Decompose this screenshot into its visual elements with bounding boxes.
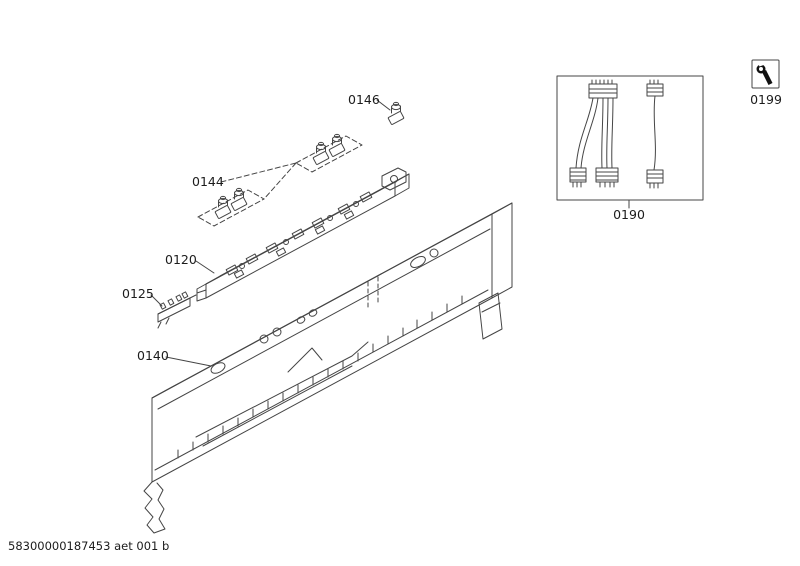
document-code: 58300000187453 aet 001 b: [8, 539, 169, 553]
harness-right-bundle: [646, 79, 664, 189]
fascia-mounting-foot: [478, 292, 503, 340]
connector-bottom-right: [646, 169, 664, 184]
module-window: [275, 247, 287, 257]
module-key: [245, 253, 259, 265]
leader-0125: [150, 294, 163, 307]
terminal-front-face: [157, 297, 191, 323]
connector-pins: [572, 181, 582, 188]
fascia-top-crease: [157, 228, 491, 410]
connector-pins: [599, 181, 615, 188]
wire: [575, 97, 594, 169]
fascia-oval-cutout: [210, 362, 226, 374]
terminal-tooth: [175, 294, 183, 302]
wire: [653, 95, 656, 171]
connector-pins: [649, 79, 659, 85]
part-fascia-panel: [143, 202, 513, 534]
connector-pins: [649, 182, 659, 189]
connector-pins: [591, 79, 613, 85]
terminal-tooth: [167, 298, 175, 306]
dashed-connector-line: [263, 162, 297, 200]
module-right-end-face: [394, 173, 410, 197]
fascia-crease-mark: [202, 365, 353, 447]
service-icon-box: [751, 59, 780, 89]
terminal-pins: [157, 317, 170, 329]
module-key: [311, 217, 325, 229]
fascia-serrated-break: [143, 481, 166, 534]
dashed-mounting-box-lower: [197, 189, 265, 227]
connector-bottom-mid: [595, 167, 619, 183]
button-0146: [387, 101, 405, 126]
fascia-hole: [272, 327, 282, 337]
wire: [606, 97, 609, 169]
module-key: [225, 264, 239, 276]
label-0199: 0199: [750, 92, 782, 107]
module-window: [314, 225, 326, 235]
connector-top-right: [646, 83, 664, 97]
push-button: [312, 141, 330, 166]
fascia-slot: [296, 316, 306, 324]
module-key: [359, 191, 373, 203]
fascia-slot: [308, 309, 318, 317]
module-end-block-hole: [390, 175, 398, 183]
label-0140: 0140: [137, 348, 169, 363]
wire: [611, 97, 614, 169]
fascia-front-face: [151, 213, 493, 483]
module-window: [233, 269, 245, 279]
module-window: [343, 210, 355, 220]
module-left-connector: [196, 283, 207, 302]
connector-bottom-left: [569, 167, 587, 183]
fascia-bottom-crease: [154, 289, 489, 471]
button-set-0144: [214, 133, 346, 220]
leader-0120: [195, 260, 215, 274]
fascia-hole: [429, 248, 439, 258]
wiring-harness-box: [556, 75, 704, 209]
module-key: [337, 203, 351, 215]
part-terminal-block: [157, 291, 197, 329]
module-led: [327, 215, 333, 221]
fascia-crease-mark: [195, 341, 369, 438]
module-end-block: [381, 167, 407, 191]
harness-frame: [556, 75, 704, 201]
buttons-mounting-groups: [197, 135, 363, 227]
fascia-oval-cutout: [410, 256, 426, 268]
part-control-module: [196, 167, 410, 302]
fascia-slot-ticks: [177, 295, 463, 459]
leader-0140: [165, 356, 212, 367]
module-led: [283, 239, 289, 245]
module-led: [353, 201, 359, 207]
label-0125: 0125: [122, 286, 154, 301]
harness-left-bundle: [569, 79, 619, 188]
label-0146: 0146: [348, 92, 380, 107]
label-0144: 0144: [192, 174, 224, 189]
fascia-hole: [259, 334, 269, 344]
terminal-tooth: [181, 291, 189, 299]
wrench-icon: [756, 60, 773, 85]
wire: [601, 97, 604, 169]
push-button: [387, 101, 405, 126]
terminal-tooth: [159, 302, 167, 310]
leader-0144: [220, 162, 297, 183]
leader-0146: [376, 99, 391, 111]
wire: [580, 97, 599, 169]
module-key: [291, 228, 305, 240]
dashed-mounting-box-upper: [295, 135, 363, 173]
label-0120: 0120: [165, 252, 197, 267]
leader-lines: [150, 99, 391, 367]
fascia-right-end-face: [491, 202, 513, 299]
fascia-crease-mark: [287, 347, 323, 373]
label-0190: 0190: [613, 207, 645, 222]
push-button: [214, 195, 232, 220]
module-key: [265, 242, 279, 254]
connector-top-left: [588, 83, 618, 99]
module-led: [239, 263, 245, 269]
